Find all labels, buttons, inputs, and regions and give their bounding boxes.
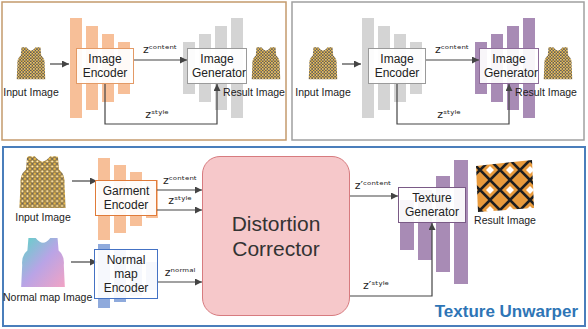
edge-label: z′ˢᵗʸˡᵉ	[362, 279, 390, 292]
garment-image	[17, 47, 46, 79]
image-caption: Normal map Image	[3, 291, 92, 304]
garment-image	[309, 47, 338, 79]
panel-frame	[292, 2, 584, 140]
image-caption: Result Image	[474, 214, 536, 227]
generator-box: Image Generator	[187, 48, 247, 84]
texture-image	[476, 160, 534, 212]
encoder-box: Normal map Encoder	[94, 249, 158, 299]
input-arrow	[72, 180, 97, 181]
generator-box: Image Generator	[479, 48, 539, 84]
edge-label: zˢᵗʸˡᵉ	[436, 108, 462, 121]
connector	[105, 84, 217, 124]
connector	[397, 84, 509, 124]
image-caption: Input Image	[3, 86, 58, 99]
edge-label: zᶜᵒⁿᵗᵉⁿᵗ	[142, 43, 178, 56]
connector	[426, 59, 479, 60]
box-label: Image Encoder	[373, 52, 421, 80]
box-label: Texture Generator	[403, 191, 461, 219]
box-label: Distortion Corrector	[211, 211, 341, 261]
panel-title: Texture Unwarper	[435, 302, 578, 322]
connector	[350, 223, 432, 296]
edge-label: z′ᶜᵒⁿᵗᵉⁿᵗ	[354, 179, 393, 192]
image-caption: Result Image	[515, 86, 577, 99]
edge-label: zˢᵗʸˡᵉ	[167, 194, 193, 207]
generator-box: Texture Generator	[398, 187, 466, 223]
box-label: Normal map Encoder	[99, 253, 153, 295]
garment-image	[19, 156, 65, 208]
box-label: Image Encoder	[81, 52, 129, 80]
connector	[157, 209, 202, 210]
encoder-box: Garment Encoder	[95, 180, 157, 216]
connector	[157, 189, 202, 190]
box-label: Garment Encoder	[100, 184, 152, 212]
input-arrow	[50, 63, 69, 64]
panel-frame	[2, 2, 286, 140]
garment-image	[252, 47, 281, 79]
box-label: Image Generator	[484, 52, 534, 80]
edge-label: zᶜᵒⁿᵗᵉⁿᵗ	[434, 43, 470, 56]
encoder-box: Image Encoder	[368, 48, 426, 84]
connector	[134, 59, 187, 60]
edge-label: zᶜᵒⁿᵗᵉⁿᵗ	[162, 174, 198, 187]
garment-image	[544, 47, 573, 79]
connector	[350, 195, 398, 196]
connector	[158, 281, 202, 282]
image-caption: Input Image	[15, 211, 70, 224]
image-caption: Input Image	[295, 86, 350, 99]
input-arrow	[342, 63, 361, 64]
encoder-box: Image Encoder	[76, 48, 134, 84]
box-label: Image Generator	[192, 52, 242, 80]
edge-label: zⁿᵒʳᵐᵃˡ	[164, 266, 197, 279]
image-caption: Result Image	[223, 86, 285, 99]
normal-map-image	[21, 238, 65, 287]
edge-label: zˢᵗʸˡᵉ	[144, 108, 170, 121]
corrector-box: Distortion Corrector	[202, 156, 350, 316]
